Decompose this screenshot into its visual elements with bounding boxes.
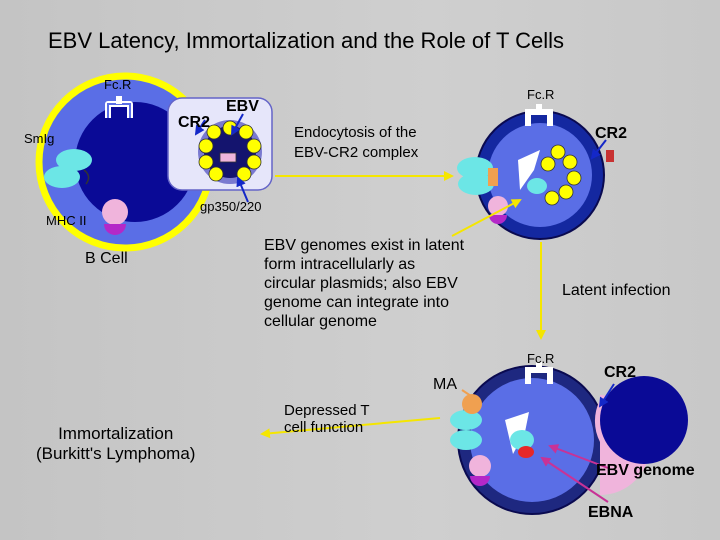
caption-immortalization: Immortalization (Burkitt's Lymphoma) <box>36 424 196 463</box>
ebv-virion <box>167 97 273 203</box>
arrow-immortalization <box>260 417 441 439</box>
smig-receptor-icon <box>450 410 482 450</box>
smig-receptor-icon <box>44 149 92 188</box>
fc-receptor-icon <box>525 362 553 384</box>
page-title: EBV Latency, Immortalization and the Rol… <box>48 28 565 53</box>
t-cell <box>594 376 688 464</box>
label-ebna: EBNA <box>588 504 634 521</box>
label-cr2-infected: CR2 <box>595 125 628 142</box>
arrow-integration <box>451 199 522 237</box>
fc-receptor-icon <box>525 104 553 126</box>
label-ebv: EBV <box>226 98 259 115</box>
smig-receptor-icon <box>457 157 498 195</box>
mhc-ii-icon <box>488 196 508 224</box>
mhc-ii-icon <box>469 455 491 486</box>
label-fcr-latent: Fc.R <box>527 351 555 366</box>
label-smig: SmIg <box>24 131 55 146</box>
label-gp350: gp350/220 <box>200 199 262 214</box>
label-b-cell: B Cell <box>85 250 128 267</box>
label-fcr-infected: Fc.R <box>527 87 555 102</box>
caption-depressed-t-cell: Depressed T cell function <box>284 402 370 436</box>
fc-receptor-icon <box>105 96 133 118</box>
arrow-ebna <box>540 456 609 503</box>
arrow-ebv-genome <box>548 444 609 469</box>
infected-cell <box>457 104 614 240</box>
label-mhc-ii: MHC II <box>46 213 87 228</box>
label-cr2-latent: CR2 <box>604 364 637 381</box>
caption-genomes: EBV genomes exist in latent form intrace… <box>264 237 465 330</box>
label-cr2-virion: CR2 <box>178 114 211 131</box>
ma-antigen-icon <box>462 394 482 414</box>
label-ebv-genome: EBV genome <box>596 462 695 479</box>
label-ma: MA <box>433 376 457 393</box>
mhc-ii-icon <box>102 199 128 235</box>
caption-latent-infection: Latent infection <box>562 282 671 299</box>
caption-endocytosis: Endocytosis of the EBV-CR2 complex <box>294 124 419 161</box>
label-fcr-bcell: Fc.R <box>104 77 132 92</box>
